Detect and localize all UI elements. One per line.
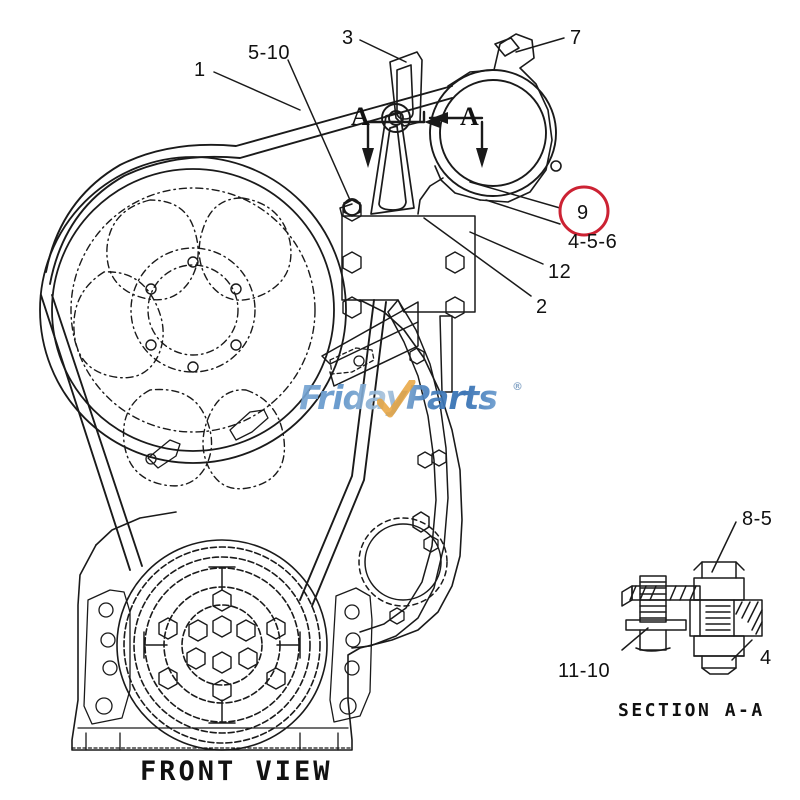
left-mounting-flange bbox=[83, 589, 131, 725]
section-marker-a-right: A bbox=[460, 102, 480, 131]
flywheel-web bbox=[70, 187, 316, 433]
timing-cover-edge bbox=[351, 299, 449, 649]
callout-9: 9 bbox=[577, 202, 589, 224]
callout-12: 12 bbox=[548, 261, 572, 283]
right-mounting-flange bbox=[329, 587, 373, 723]
mounting-bracket-plate bbox=[339, 203, 476, 313]
section-callout-leaders bbox=[621, 521, 753, 661]
crankshaft-pulley-bolts bbox=[158, 589, 286, 702]
callout-7: 7 bbox=[570, 27, 582, 49]
section-aa-detail bbox=[621, 561, 763, 675]
timing-cover-bolts bbox=[389, 347, 447, 625]
front-view-caption: FRONT VIEW bbox=[140, 756, 333, 787]
callout-3: 3 bbox=[342, 27, 354, 49]
callout-2: 2 bbox=[536, 296, 548, 318]
bracket-struts bbox=[321, 301, 453, 393]
crankshaft-pulley-ribs bbox=[143, 566, 301, 724]
flywheel-hub-bolt-holes bbox=[145, 256, 242, 373]
engine-housing-outline bbox=[71, 299, 463, 751]
flywheel-hub bbox=[130, 247, 256, 373]
alternator-pulley bbox=[429, 69, 557, 197]
flywheel-overlay-links bbox=[145, 347, 375, 469]
callout-11-10: 11-10 bbox=[558, 660, 611, 682]
section-arrow-heads bbox=[362, 112, 488, 168]
callout-leader-lines bbox=[213, 37, 565, 297]
drive-belts bbox=[40, 85, 453, 607]
flywheel-pulley bbox=[39, 156, 347, 464]
section-marker-a-left: A bbox=[351, 102, 371, 131]
callout-4: 4 bbox=[760, 647, 772, 669]
section-aa-caption: SECTION A-A bbox=[618, 700, 765, 721]
bracket-plate-bolts bbox=[342, 199, 465, 319]
callout-4-5-6: 4-5-6 bbox=[568, 231, 618, 253]
callout-1: 1 bbox=[194, 59, 206, 81]
cover-bore bbox=[358, 511, 448, 607]
callout-5-10: 5-10 bbox=[248, 42, 291, 64]
callout-8-5: 8-5 bbox=[742, 508, 773, 530]
alternator-body bbox=[417, 33, 562, 215]
engine-block-base bbox=[71, 727, 353, 751]
flywheel-spoke-openings bbox=[73, 197, 292, 490]
